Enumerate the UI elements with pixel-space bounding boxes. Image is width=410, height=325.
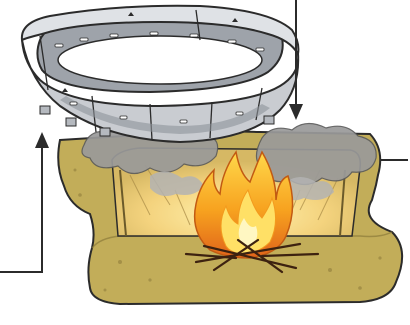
metal-ring [22, 6, 299, 142]
arrow-down-top [289, 0, 303, 120]
arrow-up-left [0, 132, 49, 272]
